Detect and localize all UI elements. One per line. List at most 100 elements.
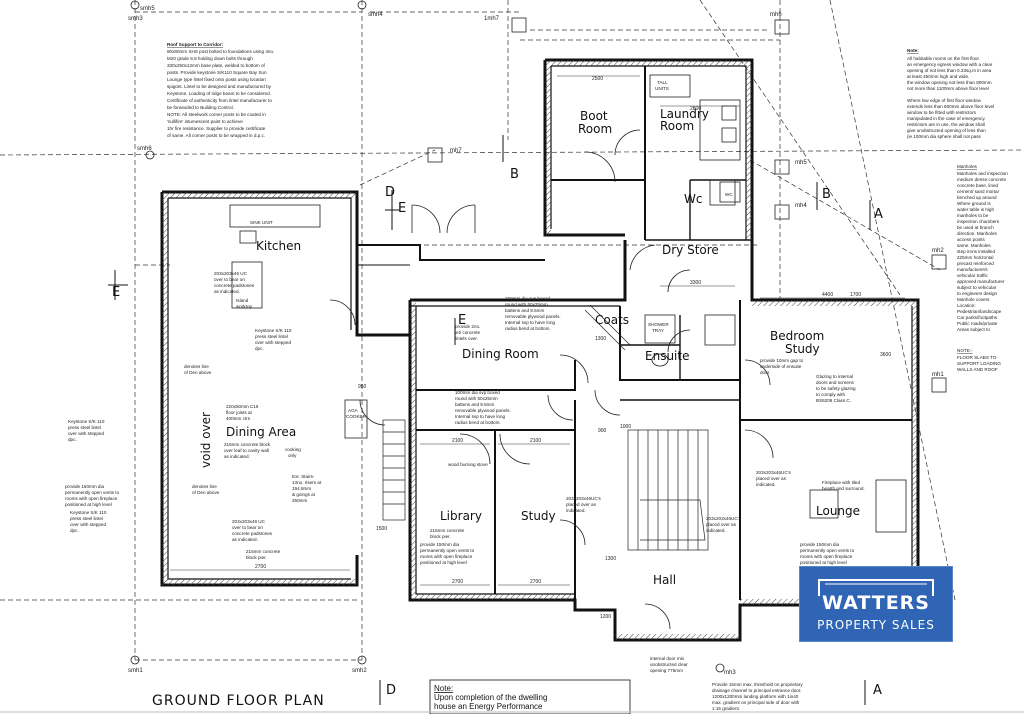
- note-right-13: (ie 100mm dia sphere shall not pass: [907, 134, 981, 139]
- note-vent-a4: positioned at high level: [65, 502, 112, 507]
- note-manholes-2: medium dense concrete: [957, 177, 1006, 182]
- note-vent-c3: rooms with open fireplace: [800, 554, 853, 559]
- note-bedroom-2: doors and screens: [816, 380, 854, 385]
- note-vent-c2: permanently open vents to: [800, 548, 855, 553]
- room-bedroom: Bedroom: [770, 329, 824, 343]
- note-manholes-11: direction. Manholes: [957, 231, 998, 236]
- section-markers: [108, 135, 871, 705]
- note-drainage: Provide 15mm max. threshold on proprieta…: [712, 682, 803, 687]
- grid-label-mh7: mh7: [450, 148, 462, 154]
- room-hall: Hall: [653, 573, 676, 587]
- note-vent-c4: positioned at high level: [800, 560, 847, 565]
- note-right-10: manipulated in the case of emergency.: [907, 116, 986, 121]
- note-ubs-c3: indicated.: [706, 528, 726, 533]
- note-right-1: All habitable rooms on the first floor: [907, 56, 979, 61]
- roof-support-note: Roof Support to Corridor: 80x80mm SHS po…: [167, 42, 274, 138]
- note-uc-b: 203x203x46 UC: [232, 519, 266, 524]
- section-a-right: A: [874, 207, 883, 222]
- dim-1500: 1500: [376, 526, 387, 532]
- door-swings: [329, 129, 774, 630]
- room-dining-area: Dining Area: [226, 425, 296, 439]
- stairs: [382, 304, 709, 551]
- room-dry-store: Dry Store: [662, 243, 719, 257]
- dim-3300: 3300: [690, 280, 701, 286]
- note-manholes-15: 225mm horizontal: [957, 255, 994, 260]
- note-right-5: the window opening not less than 800mm: [907, 80, 992, 85]
- note-island-2: worktop: [236, 304, 253, 309]
- note-roof-6: spigots. Lintel to be designed and manuf…: [167, 84, 272, 89]
- note-manholes-27: Areas subject to: [957, 327, 990, 332]
- void-over: void over: [199, 412, 213, 468]
- note-manholes-9: inspection chambers: [957, 219, 1000, 224]
- room-library: Library: [440, 509, 482, 523]
- note-svp-a3: battens and 9.5mm: [505, 308, 544, 313]
- note-svp-a4: removable plywood panels.: [505, 314, 561, 319]
- dim-2100a: 2100: [452, 438, 463, 444]
- note-lintel-a: provide 2no.: [455, 324, 480, 329]
- note-block-b: 215mm concrete: [246, 549, 281, 554]
- grid-label-mh2: mh2: [932, 248, 944, 254]
- note-manholes-18: vehicular traffic: [957, 273, 989, 278]
- note-manholes-14: step irons installed: [957, 249, 995, 254]
- note-manholes-20: subject to vehicular: [957, 285, 997, 290]
- note-manholes-21: to engineers design: [957, 291, 998, 296]
- section-e-top: E: [398, 201, 406, 216]
- note-vent-b2: permanently open vents to: [420, 548, 475, 553]
- note-drainage-4: max. gradient on principal side of door …: [712, 700, 800, 705]
- note-keystone-a2: press steel lintel: [68, 425, 101, 430]
- room-bedroom-2: Study: [785, 342, 820, 356]
- note-shower-2: TRAY: [652, 328, 664, 333]
- note-manholes-title: Manholes: [957, 164, 978, 169]
- note-ubs-b3: indicated.: [566, 508, 586, 513]
- note-bedroom-4: to comply with: [816, 392, 846, 397]
- note-manholes-5: benched up around: [957, 195, 997, 200]
- note-svp-b3: battens and 9.5mm: [455, 402, 494, 407]
- note-bedroom-5: BS6206 Class C.: [816, 398, 851, 403]
- note-right-8: extends less than 800mm above floor leve…: [907, 104, 994, 109]
- note-stairs-a2: 13no. risers at: [292, 480, 322, 485]
- note-right-12: give unobstructed opening of less than: [907, 128, 986, 133]
- note-roof-5: Lounge type lintel fixed onto posts usin…: [167, 77, 266, 82]
- note-keystone-b2: press steel lintel: [70, 516, 103, 521]
- note-right-3: opening of not less than 0.33sq.m in are…: [907, 68, 992, 73]
- note-ubs-a2: placed over as: [756, 476, 787, 481]
- note-roof-7: Keystone. Loading of ridge beam to be co…: [167, 91, 271, 96]
- dim-2100b: 2100: [530, 438, 541, 444]
- note-right-7: Where low edge of first floor window: [907, 98, 981, 103]
- grid-label-mh5: mh5: [795, 160, 807, 166]
- grid-label-smh3: smh3: [128, 16, 143, 22]
- note-floor-1: FLOOR SLABS TO: [957, 355, 997, 360]
- dashed-grid-lines: [0, 0, 1024, 661]
- room-laundry-2: Room: [660, 119, 694, 133]
- note-manholes-13: same. Manholes: [957, 243, 991, 248]
- grid-label-smh5: smh5: [140, 6, 155, 12]
- room-lounge: Lounge: [816, 504, 860, 518]
- note-manholes-10: be used at branch: [957, 225, 994, 230]
- room-labels: Boot Room Laundry Room Wc Dry Store Kitc…: [199, 107, 860, 587]
- room-coats: Coats: [595, 313, 629, 327]
- note-floor-title: NOTE:-: [957, 348, 973, 353]
- note-manholes-4: cement/ sand mortar: [957, 189, 1000, 194]
- note-manholes-22: Manhole covers: [957, 297, 990, 302]
- note-floor-2: SUPPORT LOADING: [957, 361, 1001, 366]
- note-kitchen-uc-4: as indicated.: [214, 289, 240, 294]
- note-hall-door-3: opening 775mm: [650, 668, 683, 673]
- note-svp-b6: radius bend at bottom.: [455, 420, 501, 425]
- note-manholes-16: precast reinforced: [957, 261, 994, 266]
- note-svp-b2: round with 50x25mm: [455, 396, 498, 401]
- dim-1300b: 1300: [605, 556, 616, 562]
- room-boot: Boot: [580, 109, 608, 123]
- note-vent-a2: permanently open vents to: [65, 490, 120, 495]
- note-bottom-2: house an Energy Performance: [434, 702, 543, 711]
- note-floor-3: WALLS AND ROOF: [957, 367, 998, 372]
- note-vent-c: provide 150mm dia: [800, 542, 840, 547]
- note-bottom-1: Upon completion of the dwelling: [434, 693, 547, 702]
- note-hall-door-2: unobstructed clear: [650, 662, 688, 667]
- note-keystone-c4: dpc.: [255, 346, 264, 351]
- note-aga-2: COOKER: [346, 414, 367, 419]
- note-shower: SHOWER: [648, 322, 669, 327]
- note-hall-door: internal door min: [650, 656, 685, 661]
- note-vent-b3: rooms with open fireplace: [420, 554, 473, 559]
- dim-3600: 3600: [880, 352, 891, 358]
